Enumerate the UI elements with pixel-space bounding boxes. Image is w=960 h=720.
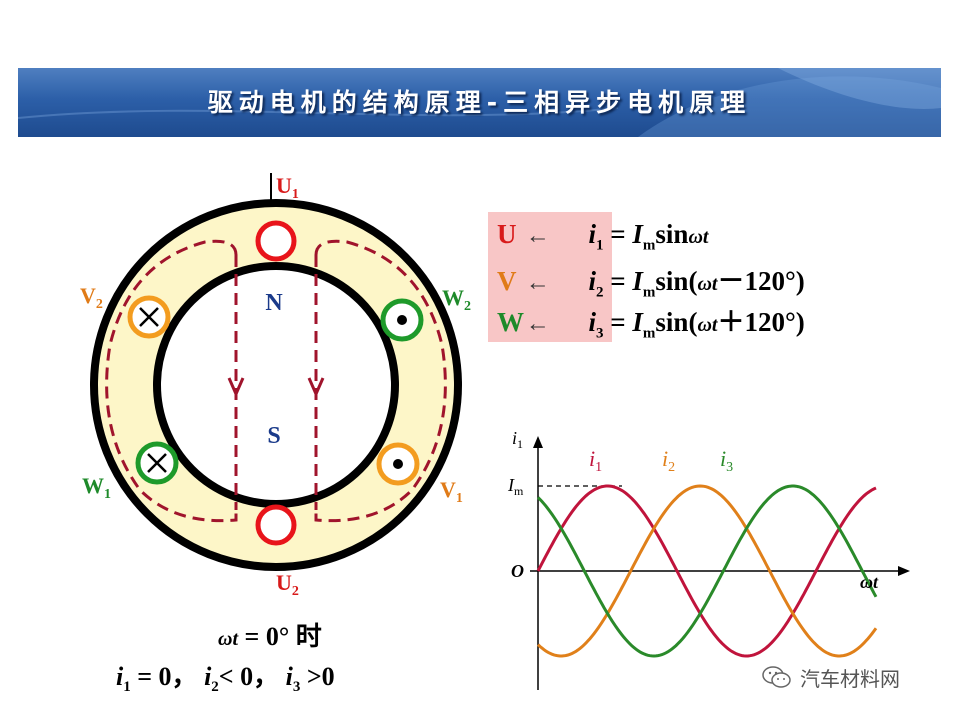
rotor-bore [153, 262, 399, 508]
formula-highlight [488, 212, 612, 342]
motor-cross-section: N S U1 U2 V2 W2 W1 V1 [80, 173, 471, 599]
phase-u-label: U [497, 219, 517, 249]
cross-into-page-icon [139, 307, 159, 327]
title-banner: 驱动电机的结构原理-三相异步电机原理 [18, 68, 941, 137]
page-title: 驱动电机的结构原理-三相异步电机原理 [207, 88, 752, 117]
phase-v-label: V [497, 266, 517, 296]
w1-label: W1 [82, 473, 111, 502]
current-waveform-plot: i1 Im O ωt i1 i2 i3 [507, 428, 910, 690]
watermark: 汽车材料网 [762, 662, 900, 692]
amplitude-label: Im [507, 475, 524, 498]
dot-out-of-page-icon [393, 459, 403, 469]
formula-u: i1 = Imsinωt [588, 219, 709, 254]
w2-label: W2 [442, 285, 471, 314]
cross-into-page-icon [147, 453, 167, 473]
formula-v: i2 = Imsin(ωt－120°) [588, 266, 805, 301]
legend-i2: i2 [662, 446, 675, 475]
watermark-text: 汽车材料网 [800, 666, 900, 691]
u1-label: U1 [276, 173, 299, 202]
south-pole-label: S [267, 423, 280, 449]
flux-arrow-right-icon [307, 377, 325, 398]
flux-loop-left [105, 239, 238, 523]
phase-w-label: W [497, 307, 524, 337]
y-axis-arrow-icon [533, 436, 543, 448]
flux-arrow-left-icon [227, 377, 245, 398]
formula-w: i3 = Imsin(ωt＋120°) [588, 307, 805, 342]
legend-i1: i1 [589, 446, 602, 475]
dot-out-of-page-icon [397, 315, 407, 325]
formula-row-u: U ← i1 = Imsinωt [497, 219, 709, 254]
left-arrow-icon: ← [525, 223, 550, 249]
flux-loop-right [314, 239, 447, 523]
origin-label: O [511, 561, 524, 581]
current-values-caption: i1 = 0， i2< 0， i3 >0 [116, 662, 335, 696]
banner-decoration [18, 68, 941, 137]
formula-row-v: V ← i2 = Imsin(ωt－120°) [497, 259, 805, 300]
y-axis-label: i1 [512, 428, 523, 451]
v1-label: V1 [440, 477, 463, 506]
v2-label: V2 [80, 283, 103, 312]
north-pole-label: N [265, 290, 283, 316]
i3-curve [536, 484, 878, 658]
x-axis-label: ωt [860, 572, 879, 592]
time-instant-caption: ωt = 0° 时 [218, 622, 322, 651]
left-arrow-icon: ← [525, 311, 550, 337]
i2-curve [536, 484, 878, 658]
i1-curve [536, 484, 877, 658]
legend-i3: i3 [720, 446, 733, 475]
formula-row-w: W ← i3 = Imsin(ωt＋120°) [497, 300, 805, 341]
u2-conductor [255, 504, 297, 546]
u1-conductor [255, 220, 297, 262]
u2-label: U2 [276, 570, 299, 599]
x-axis-arrow-icon [898, 566, 910, 576]
left-arrow-icon: ← [525, 270, 550, 296]
wechat-icon [762, 666, 791, 688]
